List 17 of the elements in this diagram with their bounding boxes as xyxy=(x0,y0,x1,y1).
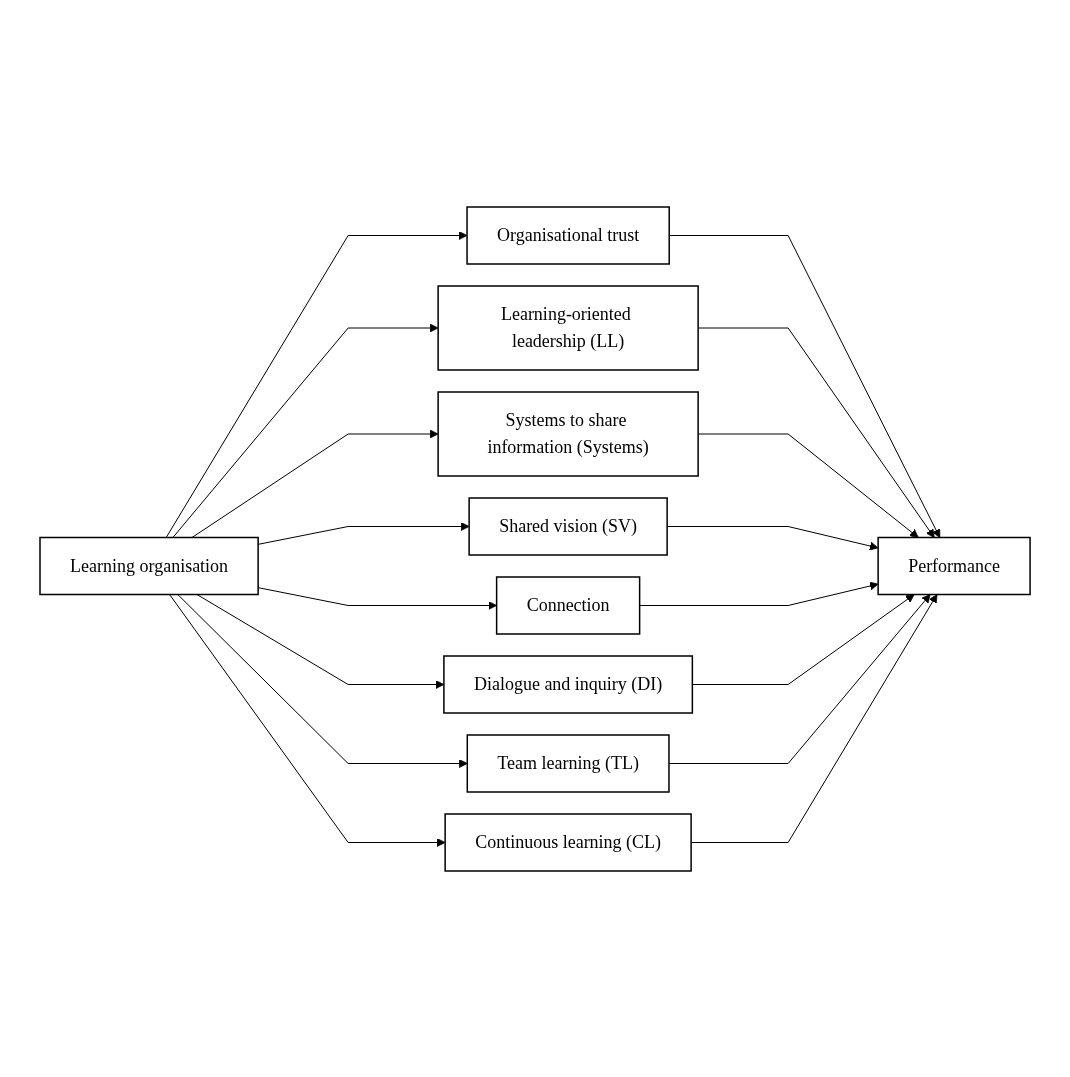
arrow xyxy=(172,323,439,538)
node-box: Dialogue and inquiry (DI) xyxy=(443,654,694,714)
node-box: Organisational trust xyxy=(466,205,670,265)
node-box: Connection xyxy=(495,575,641,635)
node-box: Continuous learning (CL) xyxy=(444,812,692,872)
node-box: Systems to share information (Systems) xyxy=(437,390,699,477)
arrow xyxy=(639,581,879,606)
node-box: Learning-oriented leadership (LL) xyxy=(437,284,699,371)
arrow xyxy=(191,429,439,538)
node-box: Shared vision (SV) xyxy=(468,496,668,556)
arrow xyxy=(169,593,446,847)
arrow xyxy=(668,593,931,764)
arrow xyxy=(177,593,468,768)
arrow xyxy=(165,230,468,538)
node-box: Performance xyxy=(877,536,1031,595)
node-box: Learning organisation xyxy=(39,536,259,595)
node-box: Team learning (TL) xyxy=(466,733,670,793)
